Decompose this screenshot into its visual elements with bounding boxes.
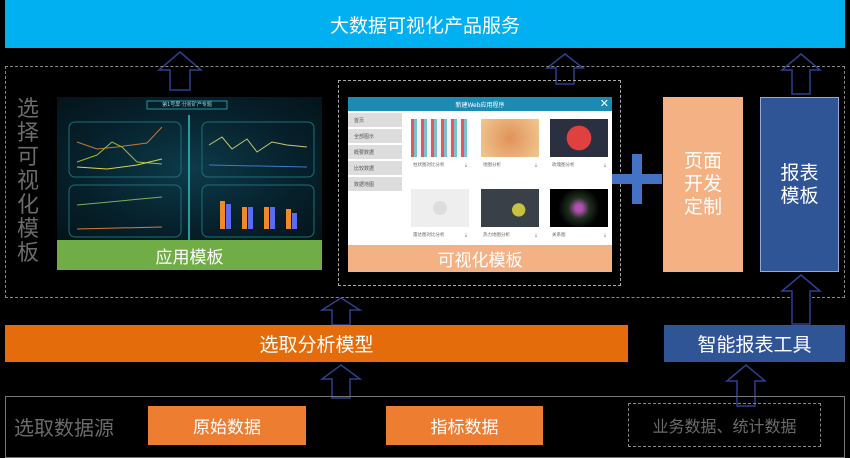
- window-sidebar: 首页 全部图示 概要数据 比较数据 数据地图: [348, 111, 402, 245]
- window-titlebar: 新建Web应用程序 ✕: [348, 97, 612, 111]
- report-tool-box: 智能报表工具: [664, 325, 845, 362]
- download-icon[interactable]: ⤓: [535, 162, 537, 168]
- raw-data-box: 原始数据: [148, 406, 306, 445]
- download-icon[interactable]: ⤓: [604, 162, 606, 168]
- download-icon[interactable]: ⤓: [465, 232, 467, 238]
- thumb-caption: 地图分析: [483, 162, 501, 168]
- download-icon[interactable]: ⤓: [535, 232, 537, 238]
- thumb-caption: 柱状图对比分析: [413, 162, 445, 168]
- top-banner: 大数据可视化产品服务: [5, 0, 845, 48]
- up-arrow-icon: [779, 53, 823, 95]
- viz-template-label: 可视化模板: [348, 245, 612, 272]
- thumb-rose[interactable]: 玫瑰图分析 ⤓: [550, 119, 608, 172]
- download-icon[interactable]: ⤓: [604, 232, 606, 238]
- up-arrow-icon: [724, 364, 768, 407]
- thumb-bar-chart[interactable]: 柱状图对比分析 ⤓: [411, 119, 469, 172]
- sidebar-item[interactable]: 首页: [348, 113, 402, 127]
- thumb-map[interactable]: 地图分析 ⤓: [481, 119, 539, 172]
- thumb-caption: 玫瑰图分析: [552, 162, 575, 168]
- page-custom-label: 页面开发定制: [683, 150, 722, 218]
- app-template-label: 应用模板: [57, 240, 322, 270]
- report-template-box: 报表模板: [760, 97, 839, 272]
- thumb-radar[interactable]: 雷达图对比分析 ⤓: [411, 189, 469, 242]
- thumb-graph[interactable]: 关系图 ⤓: [550, 189, 608, 242]
- thumb-heatmap[interactable]: 热力地图分析 ⤓: [481, 189, 539, 242]
- thumb-caption: 关系图: [552, 232, 566, 238]
- thumb-caption: 热力地图分析: [483, 232, 510, 238]
- download-icon[interactable]: ⤓: [465, 162, 467, 168]
- data-source-label: 选取数据源: [14, 416, 114, 440]
- up-arrow-icon: [156, 51, 204, 91]
- dashboard-thumbnail: [68, 100, 315, 240]
- sidebar-item[interactable]: 比较数据: [348, 161, 402, 175]
- window-title: 新建Web应用程序: [455, 101, 505, 109]
- up-arrow-icon: [779, 274, 823, 325]
- thumb-caption: 雷达图对比分析: [413, 232, 445, 238]
- up-arrow-icon: [319, 297, 363, 326]
- sidebar-item[interactable]: 数据地图: [348, 177, 402, 191]
- sidebar-item[interactable]: 概要数据: [348, 145, 402, 159]
- analysis-model-bar: 选取分析模型: [5, 325, 628, 362]
- indicator-data-box: 指标数据: [386, 406, 543, 445]
- viz-template-window[interactable]: 新建Web应用程序 ✕ 首页 全部图示 概要数据 比较数据 数据地图 柱状图对比…: [348, 97, 612, 245]
- business-data-box: 业务数据、统计数据: [628, 403, 821, 447]
- dashboard-title: 第1号屏·分析矿产专题: [162, 102, 212, 108]
- plus-icon: [632, 154, 642, 204]
- close-icon[interactable]: ✕: [599, 97, 609, 110]
- up-arrow-icon: [544, 53, 586, 85]
- template-section: [5, 66, 845, 298]
- app-template-preview[interactable]: 第1号屏·分析矿产专题: [57, 97, 322, 240]
- section-label: 选择可视化模板: [16, 97, 39, 266]
- up-arrow-icon: [319, 364, 363, 399]
- page-custom-box: 页面开发定制: [663, 97, 743, 272]
- report-template-label: 报表模板: [780, 161, 819, 207]
- sidebar-item[interactable]: 全部图示: [348, 129, 402, 143]
